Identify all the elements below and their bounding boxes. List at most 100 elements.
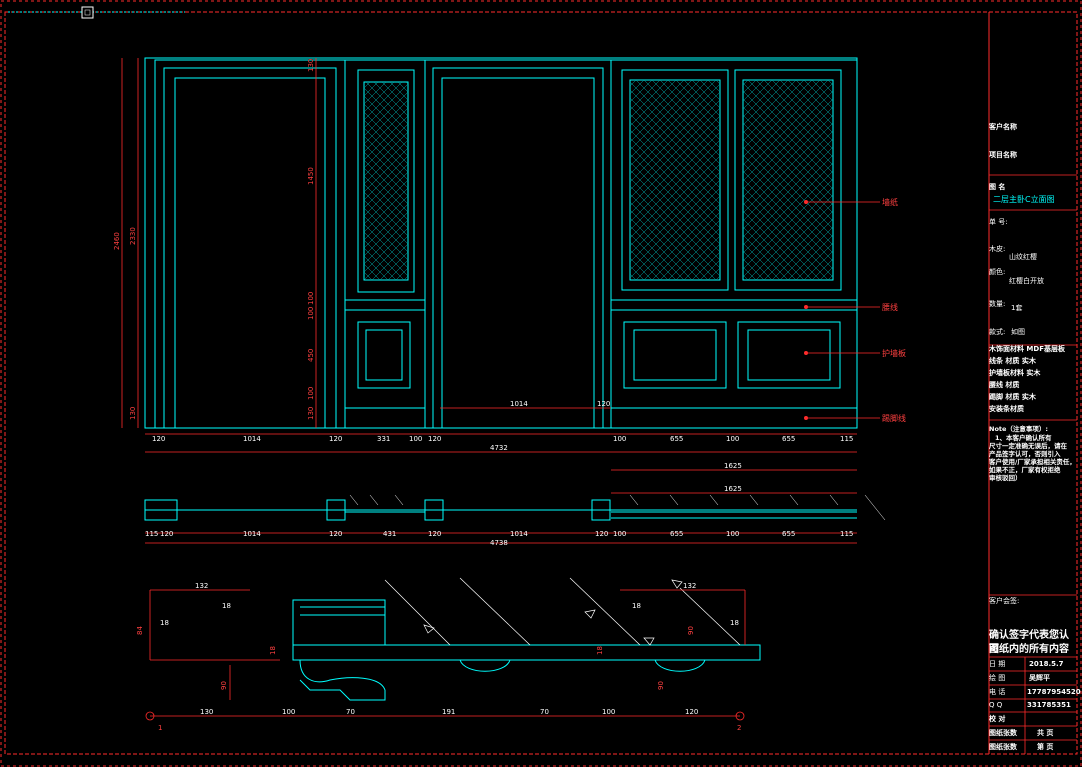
- plan-view: [144, 499, 857, 521]
- ddim-1: 100: [282, 708, 295, 716]
- middle-lower-inset: [365, 329, 403, 381]
- door-side-dim: 120: [597, 400, 610, 408]
- date-value: 2018.5.7: [1029, 660, 1064, 668]
- callout-wainscot: 护墙板: [882, 348, 906, 358]
- pdim-5: 120: [428, 530, 441, 538]
- material-2: 护墙板材料 实木: [989, 369, 1041, 377]
- wainscot-panel-1: [633, 329, 717, 381]
- middle-upper-frame: [357, 69, 415, 293]
- wallpaper-pattern-1: [630, 80, 720, 280]
- wallpaper-panel-1-frame: [621, 69, 729, 291]
- detail-left-a: 18: [160, 619, 169, 627]
- detail-right-a: 18: [632, 602, 641, 610]
- qq-label: Q Q: [989, 701, 1003, 709]
- note-title: Note（注意事项）:: [989, 425, 1049, 433]
- dim-panel-top: 1450: [307, 167, 315, 185]
- material-4: 踢脚 材质 实木: [989, 393, 1036, 401]
- detail-right-h1: 18: [596, 646, 604, 655]
- bdim-10: 115: [840, 435, 853, 443]
- confirm-text-2: 图纸内的所有内容: [989, 644, 1069, 655]
- detail-left-width: 132: [195, 582, 208, 590]
- door-1-opening: [174, 77, 326, 429]
- qty-value: 1套: [1011, 304, 1023, 312]
- bdim-0: 120: [152, 435, 165, 443]
- grip-inner: [84, 9, 91, 16]
- ddim-4: 70: [540, 708, 549, 716]
- axis-marker-2: 2: [737, 724, 741, 732]
- order-label: 单 号:: [989, 218, 1008, 226]
- wood-label: 木皮:: [989, 245, 1006, 253]
- bdim-9: 655: [782, 435, 795, 443]
- detail-left-h2: 18: [269, 646, 277, 655]
- drawer-label: 绘 图: [989, 674, 1006, 682]
- note-line-3: 客户使用/厂家承担相关责任，: [989, 458, 1076, 466]
- door-width-dim: 1014: [510, 400, 528, 408]
- callout-skirting: 踢脚线: [882, 413, 906, 423]
- plan-total-width: 4738: [490, 539, 508, 547]
- dim-mid2: 100: [307, 307, 315, 320]
- pdim-11: 655: [782, 530, 795, 538]
- page-no-label: 图纸张数: [989, 743, 1017, 751]
- pages-value: 共 页: [1037, 729, 1054, 737]
- ddim-0: 130: [200, 708, 213, 716]
- detail-left-b: 18: [222, 602, 231, 610]
- wainscot-panel-1-frame: [623, 321, 727, 389]
- note-line-0: 1、本客户确认所有: [995, 434, 1052, 442]
- phone-value: 17787954520: [1027, 688, 1081, 696]
- dim-base: 130: [129, 407, 137, 420]
- outer-frame: [4, 11, 1078, 755]
- bdim-5: 120: [428, 435, 441, 443]
- middle-lower-frame: [357, 321, 411, 389]
- dim-lower2: 100: [307, 387, 315, 400]
- wainscot-panel-2: [747, 329, 831, 381]
- material-3: 腰线 材质: [989, 381, 1020, 389]
- pdim-1: 120: [160, 530, 173, 538]
- qty-label: 数量:: [989, 300, 1006, 308]
- elevation-right-span: 1625: [724, 462, 742, 470]
- pdim-9: 655: [670, 530, 683, 538]
- detail-right-h3: 90: [687, 626, 695, 635]
- wallpaper-pattern-middle: [364, 82, 408, 280]
- title-block: 客户名称 项目名称 图 名 二层主卧C立面图 单 号: 木皮: 山纹红樱 颜色:…: [989, 12, 1081, 754]
- phone-label: 电 话: [989, 688, 1006, 696]
- dim-mid: 100: [307, 292, 315, 305]
- ddim-6: 120: [685, 708, 698, 716]
- elevation-total-width: 4732: [490, 444, 508, 452]
- callout-wallpaper: 墙纸: [882, 197, 898, 207]
- elevation-dimensions: [121, 58, 880, 471]
- confirm-text: 确认签字代表您认可: [989, 630, 1069, 655]
- material-0: 木饰面材料 MDF基层板: [989, 345, 1065, 353]
- door-1-frame: [154, 59, 346, 429]
- drawer-value: 吴辉平: [1029, 674, 1050, 682]
- note-line-5: 审核驳回）: [989, 474, 1022, 482]
- pages-label: 图纸张数: [989, 729, 1017, 737]
- date-label: 日 期: [989, 660, 1006, 668]
- color-value: 红樱白开放: [1009, 277, 1044, 285]
- bdim-2: 120: [329, 435, 342, 443]
- note-line-4: 如果不正，厂家有权拒绝: [989, 466, 1061, 474]
- dim-top: 130: [307, 59, 315, 72]
- note-line-1: 尺寸一定准确无误后，请在: [989, 442, 1067, 450]
- callout-waistline: 腰线: [882, 302, 898, 312]
- middle-panel: [344, 59, 426, 429]
- bdim-6: 100: [613, 435, 626, 443]
- check-label: 校 对: [989, 715, 1006, 723]
- bdim-3: 331: [377, 435, 390, 443]
- sign-label: 客户会签:: [989, 597, 1020, 605]
- plan-dimensions: [145, 492, 857, 544]
- detail-right-h2: 90: [657, 681, 665, 690]
- page-no-value: 第 页: [1037, 743, 1054, 751]
- pdim-6: 1014: [510, 530, 528, 538]
- detail-hatch: [384, 577, 741, 646]
- plan-hatch: [349, 494, 886, 521]
- style-label: 款式:: [989, 328, 1006, 336]
- pdim-10: 100: [726, 530, 739, 538]
- ddim-2: 70: [346, 708, 355, 716]
- cad-grip-icon[interactable]: [81, 6, 94, 19]
- wood-value: 山纹红樱: [1009, 253, 1037, 261]
- dim-base-2: 130: [307, 407, 315, 420]
- pdim-12: 115: [840, 530, 853, 538]
- dim-lower: 450: [307, 349, 315, 362]
- qq-value: 331785351: [1027, 701, 1071, 709]
